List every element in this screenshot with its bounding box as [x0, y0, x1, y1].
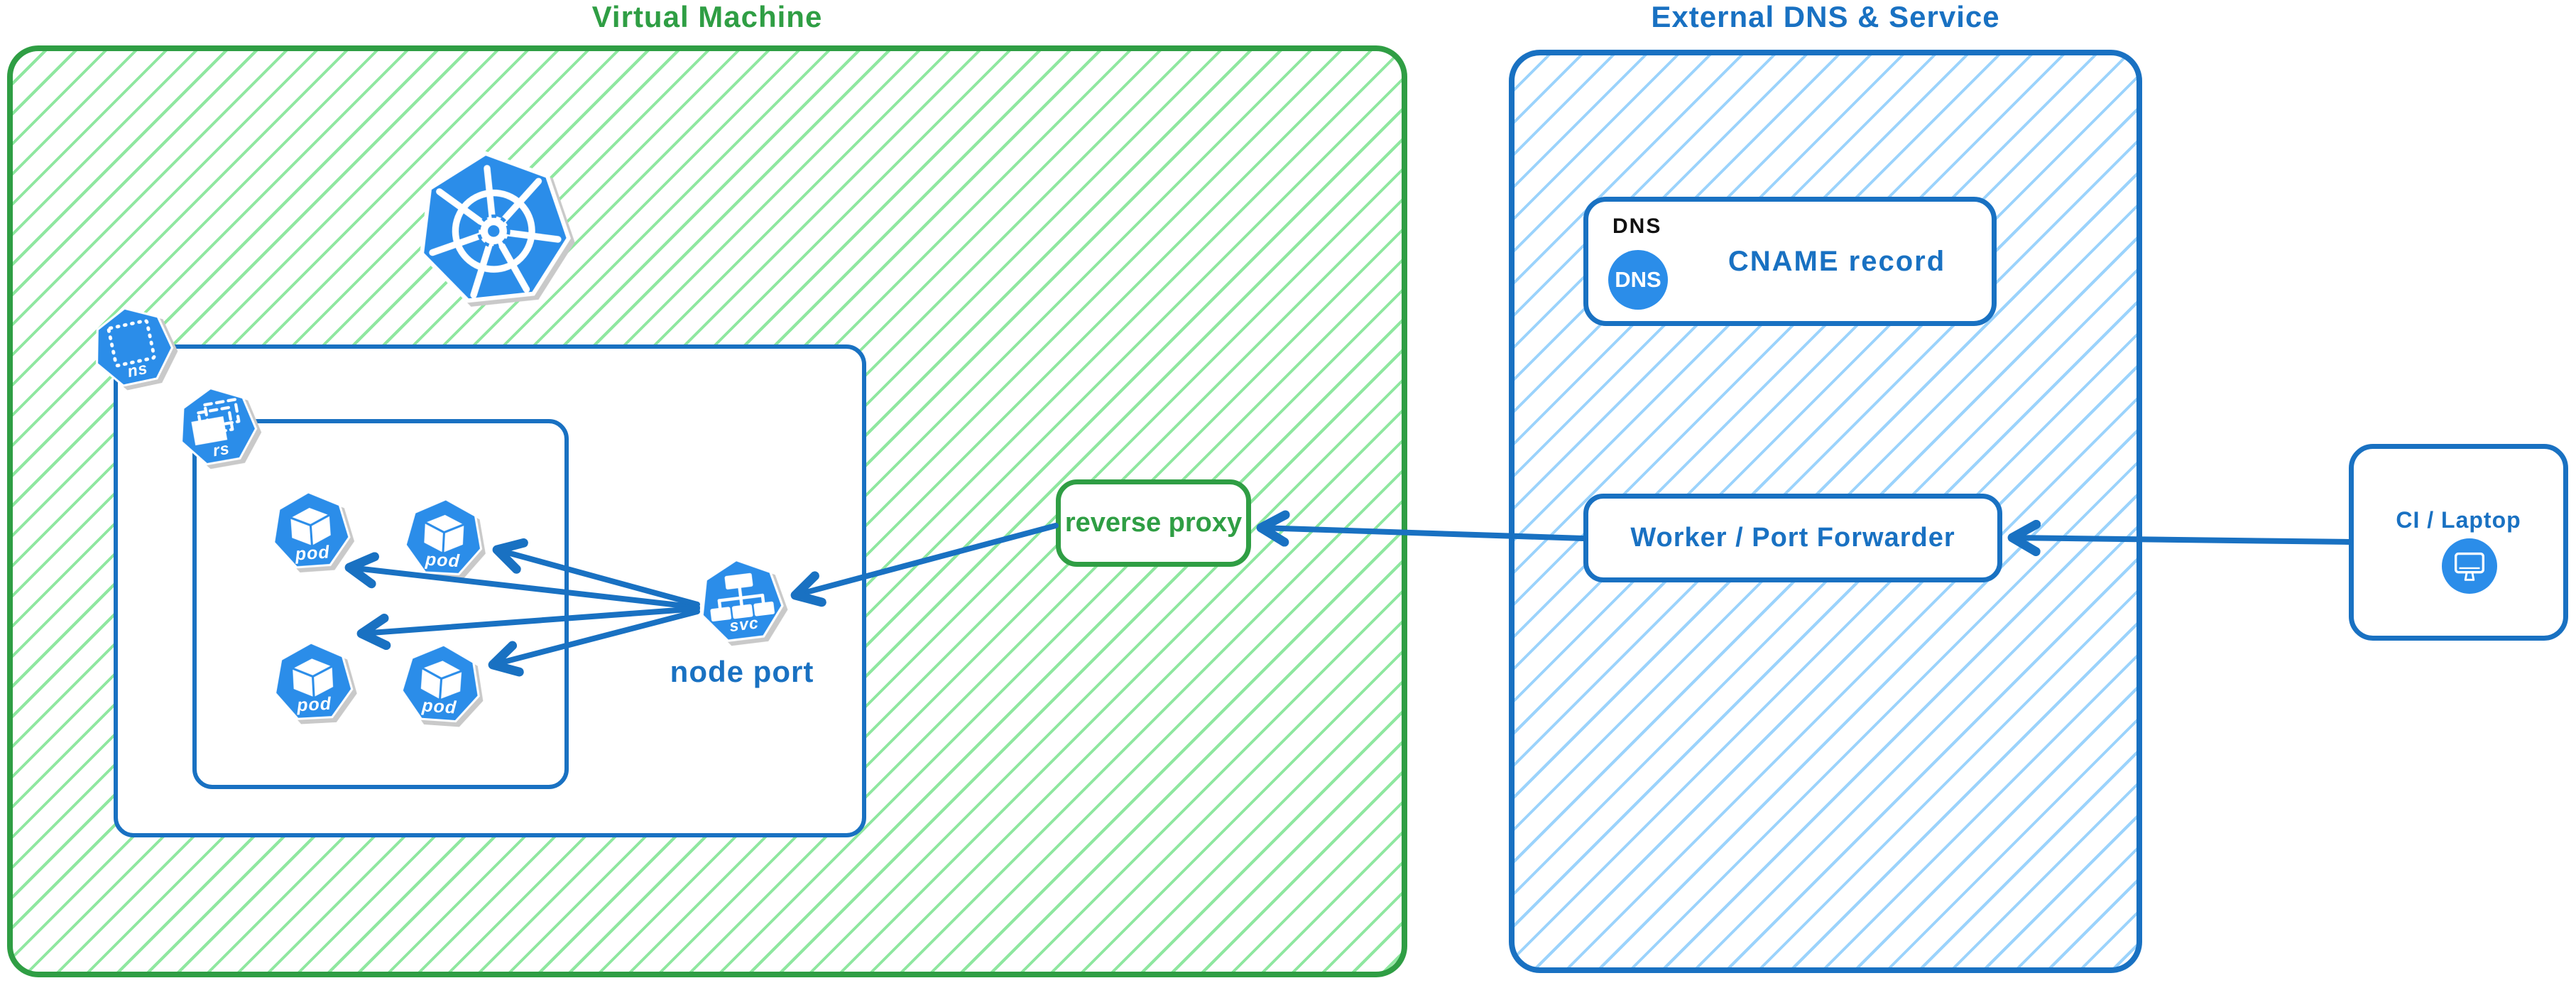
dns-card: DNS DNS CNAME record — [1583, 197, 1997, 326]
dns-icon-label: DNS — [1615, 267, 1661, 292]
pod-icon: pod — [268, 637, 359, 728]
kubernetes-icon — [402, 138, 584, 320]
service-icon: svc — [691, 551, 792, 653]
cname-record-label: CNAME record — [1728, 245, 1946, 277]
reverse-proxy-label: reverse proxy — [1064, 508, 1243, 538]
pod-icon: pod — [399, 494, 489, 583]
node-port-label: node port — [670, 655, 814, 688]
replicaset-box — [192, 419, 569, 789]
dns-tag-label: DNS — [1612, 214, 1662, 238]
ci-laptop-label: CI / Laptop — [2396, 507, 2521, 533]
pod-icon: pod — [266, 486, 356, 577]
namespace-icon: ns — [82, 296, 185, 399]
ci-laptop-box: CI / Laptop — [2349, 444, 2568, 641]
worker-port-forwarder-label: Worker / Port Forwarder — [1630, 523, 1955, 553]
external-dns-title: External DNS & Service — [1651, 0, 2000, 33]
dns-icon: DNS — [1608, 250, 1668, 310]
reverse-proxy-box: reverse proxy — [1056, 479, 1251, 567]
worker-port-forwarder-box: Worker / Port Forwarder — [1583, 494, 2002, 582]
pod-icon: pod — [395, 639, 487, 731]
replicaset-icon: rs — [168, 377, 266, 476]
monitor-icon — [2442, 538, 2497, 594]
virtual-machine-title: Virtual Machine — [591, 0, 823, 33]
